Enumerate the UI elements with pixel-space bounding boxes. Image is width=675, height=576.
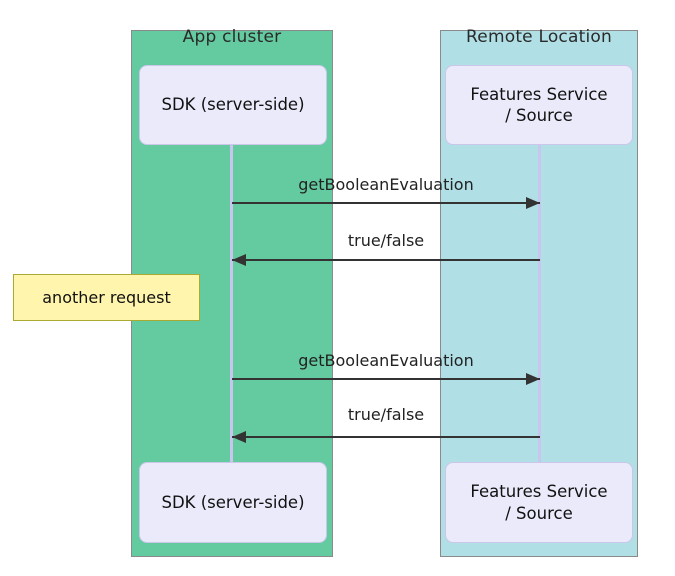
arrow-line xyxy=(232,259,540,261)
message-arrow-4 xyxy=(232,431,540,443)
actor-box-features-service-bottom: Features Service / Source xyxy=(445,462,633,543)
lifeline-features-service xyxy=(538,145,541,462)
arrowhead-right-icon xyxy=(526,197,540,209)
actor-box-sdk-top: SDK (server-side) xyxy=(139,65,327,145)
arrow-line xyxy=(232,436,540,438)
arrow-line xyxy=(232,378,540,380)
arrowhead-left-icon xyxy=(232,254,246,266)
arrow-line xyxy=(232,202,540,204)
message-arrow-2 xyxy=(232,254,540,266)
message-label-3: getBooleanEvaluation xyxy=(298,351,474,370)
message-arrow-3 xyxy=(232,373,540,385)
participant-label-app-cluster: App cluster xyxy=(182,27,282,47)
arrowhead-right-icon xyxy=(526,373,540,385)
message-label-4: true/false xyxy=(347,405,425,424)
message-label-1: getBooleanEvaluation xyxy=(298,175,474,194)
actor-box-features-service-top: Features Service / Source xyxy=(445,65,633,145)
participant-label-remote-location: Remote Location xyxy=(466,27,612,47)
message-label-2: true/false xyxy=(347,231,425,250)
actor-box-sdk-bottom: SDK (server-side) xyxy=(139,462,327,543)
note-another-request: another request xyxy=(13,274,200,321)
lifeline-sdk xyxy=(230,145,233,462)
message-arrow-1 xyxy=(232,197,540,209)
arrowhead-left-icon xyxy=(232,431,246,443)
